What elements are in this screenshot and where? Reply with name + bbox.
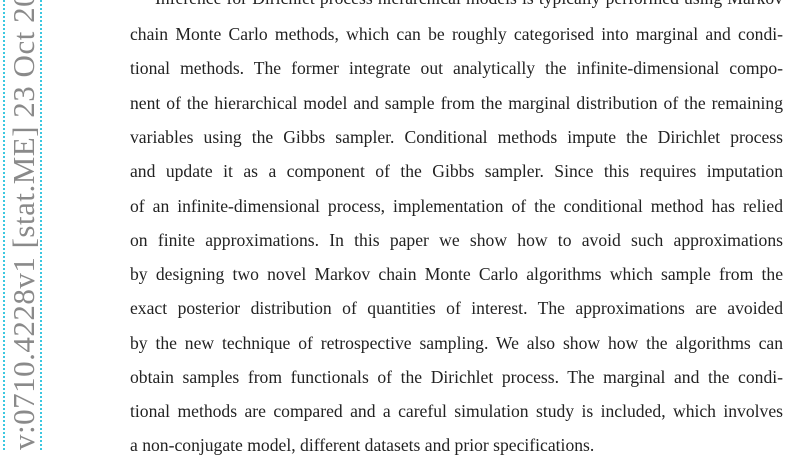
margin-dotted-line-left bbox=[3, 0, 5, 450]
margin-dotted-line-right bbox=[40, 0, 42, 450]
abstract-line: by the new technique of retrospective sa… bbox=[130, 333, 783, 353]
abstract-line: of an infinite-dimensional process, impl… bbox=[130, 196, 783, 216]
abstract-line: tional methods. The former integrate out… bbox=[130, 58, 783, 78]
abstract-line: a non-conjugate model, different dataset… bbox=[130, 435, 595, 455]
abstract-line: and update it as a component of the Gibb… bbox=[130, 161, 783, 181]
arxiv-stamp: v:0710.4228v1 [stat.ME] 23 Oct 20 bbox=[6, 0, 41, 450]
abstract-line: nent of the hierarchical model and sampl… bbox=[130, 93, 783, 113]
abstract-line: Inference for Dirichlet process hierarch… bbox=[155, 0, 783, 8]
abstract-line: on finite approximations. In this paper … bbox=[130, 230, 783, 250]
abstract-line: obtain samples from functionals of the D… bbox=[130, 367, 783, 387]
abstract-line: by designing two novel Markov chain Mont… bbox=[130, 264, 783, 284]
abstract-line: chain Monte Carlo methods, which can be … bbox=[130, 24, 783, 44]
abstract-line: tional methods are compared and a carefu… bbox=[130, 401, 783, 421]
abstract-line: variables using the Gibbs sampler. Condi… bbox=[130, 127, 783, 147]
abstract-line: exact posterior distribution of quantiti… bbox=[130, 298, 783, 318]
